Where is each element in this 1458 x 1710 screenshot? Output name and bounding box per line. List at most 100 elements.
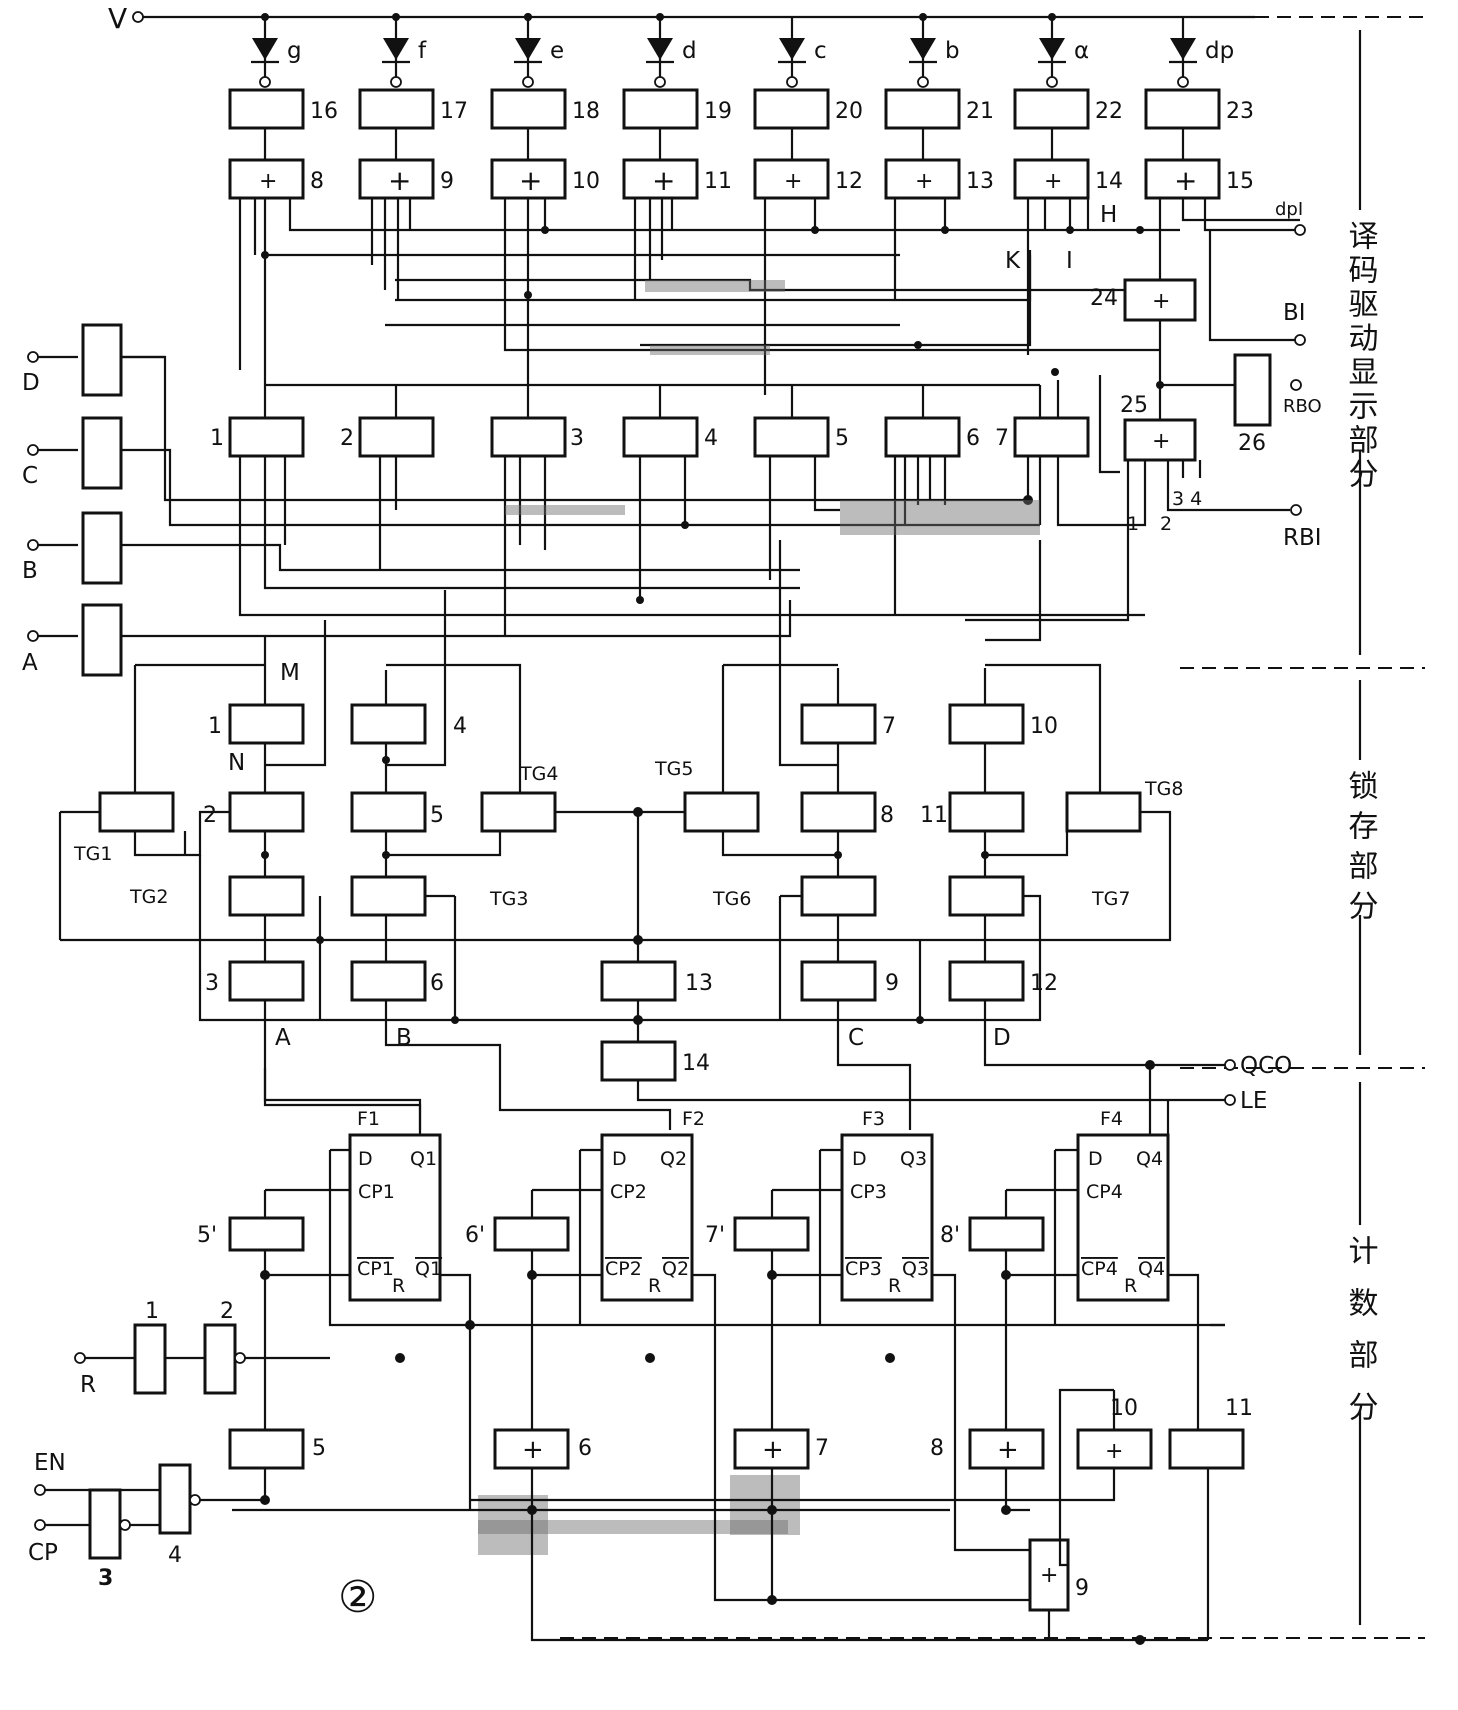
driver-row: 16 17 18 19 20 21 22 23 <box>228 88 1254 130</box>
cgate-1: 1 <box>133 1299 167 1395</box>
latch-gate-9: 9 <box>800 960 899 1002</box>
gate-13-label: 13 <box>966 169 994 194</box>
label-p2: 2 <box>1160 513 1172 535</box>
ff-2-Qb: Q2 <box>662 1258 689 1280</box>
svg-text:+: + <box>1174 164 1197 197</box>
ff-1-CPb: CP1 <box>357 1258 394 1280</box>
driver-23: 23 <box>1144 88 1254 130</box>
decode-io-labels: H K I dpI BI RBO RBI 1 2 3 4 <box>1005 199 1322 551</box>
ff-1-D: D <box>358 1148 373 1170</box>
svg-text:+: + <box>652 164 675 197</box>
section-title-decode: 译码驱动显示部分 <box>1343 220 1379 492</box>
dgate-3: 3 <box>490 416 584 458</box>
svg-text:+: + <box>784 169 802 194</box>
driver-21-label: 21 <box>966 99 994 124</box>
dgate-4-label: 4 <box>704 426 718 451</box>
dgate-7-label: 7 <box>995 426 1009 451</box>
input-C-label: C <box>22 463 38 489</box>
ff-4-CP: CP4 <box>1086 1181 1123 1203</box>
driver-16-label: 16 <box>310 99 338 124</box>
ff-3-CPb: CP3 <box>845 1258 882 1280</box>
driver-20-label: 20 <box>835 99 863 124</box>
driver-18: 18 <box>490 88 600 130</box>
ff-2-label: F2 <box>682 1108 705 1130</box>
label-p1: 1 <box>1127 513 1139 535</box>
inv-8p-label: 8' <box>940 1223 960 1248</box>
tg-2: TG2 <box>129 875 305 917</box>
gate-11: +11 <box>622 128 732 200</box>
dgate-5: 5 <box>753 416 849 458</box>
latch-13-label: 13 <box>685 971 713 996</box>
cgate-6-label: 6 <box>578 1436 592 1461</box>
dgate-5-label: 5 <box>835 426 849 451</box>
led-a: α <box>1038 13 1089 88</box>
latch-gate-10: 10 <box>948 703 1058 745</box>
input-CP-label: CP <box>28 1540 58 1566</box>
latch-3-label: 3 <box>205 971 219 996</box>
led-e-label: e <box>550 38 564 64</box>
section-title-latch: 锁存部分 <box>1343 770 1379 930</box>
latch-4-label: 4 <box>453 714 467 739</box>
latch-section: 1 4 7 10 2 5 8 11 TG1 TG4 TG5 TG8 TG2 TG… <box>58 540 1292 1130</box>
driver-17-label: 17 <box>440 99 468 124</box>
gate-8: +8 <box>228 128 324 200</box>
gate-9: +9 <box>358 128 454 200</box>
figure-number: ② <box>338 1572 377 1623</box>
latch-12-label: 12 <box>1030 971 1058 996</box>
latch-out-B: B <box>396 1025 412 1051</box>
input-B: B <box>22 511 123 585</box>
driver-19-label: 19 <box>704 99 732 124</box>
input-EN-label: EN <box>34 1450 66 1476</box>
tg-1-label: TG1 <box>73 843 112 865</box>
ff-3-D: D <box>852 1148 867 1170</box>
gate-14: +14 <box>1013 128 1123 200</box>
ff-2-CPb: CP2 <box>605 1258 642 1280</box>
label-BI: BI <box>1283 300 1306 326</box>
svg-text:+: + <box>1044 169 1062 194</box>
inv-7p-label: 7' <box>705 1223 725 1248</box>
latch-gate-4: 4 <box>350 703 467 745</box>
led-c-label: c <box>814 38 827 64</box>
ff-1-label: F1 <box>357 1108 380 1130</box>
svg-text:+: + <box>1105 1439 1123 1464</box>
latch-14-label: 14 <box>682 1051 710 1076</box>
dgate-6: 6 <box>884 416 980 458</box>
cgate-5-label: 5 <box>312 1436 326 1461</box>
driver-22: 22 <box>1013 88 1123 130</box>
svg-text:+: + <box>1040 1563 1058 1588</box>
flipflop-1: F1 D Q1 CP1 CP1 Q1 R <box>348 1108 442 1302</box>
tg-2-label: TG2 <box>129 886 168 908</box>
input-buffers: D C B A <box>22 323 1145 677</box>
cgate-5: 5 <box>228 1428 326 1470</box>
inv-5p: 5' <box>197 1216 305 1252</box>
gate-26-label: 26 <box>1238 431 1266 456</box>
latch-8-label: 8 <box>880 803 894 828</box>
inv-8p: 8' <box>940 1216 1045 1252</box>
latch-10-label: 10 <box>1030 714 1058 739</box>
svg-text:+: + <box>519 164 542 197</box>
section-dividers <box>560 30 1425 1639</box>
led-d: d <box>646 13 697 88</box>
led-row: g f e d <box>251 13 1234 88</box>
supply-label: V <box>108 2 127 35</box>
decode-lower-gates: 1 2 3 4 5 6 7 <box>210 416 1090 458</box>
latch-gate-11: 11 <box>920 791 1025 833</box>
input-B-label: B <box>22 558 38 584</box>
flipflop-4: F4 D Q4 CP4 CP4 Q4 R <box>1076 1108 1170 1302</box>
tg-5: TG5 <box>654 758 760 833</box>
counter-section: F1 D Q1 CP1 CP1 Q1 R F2 D Q2 CP2 CP2 Q2 … <box>28 1065 1253 1645</box>
tg-3-label: TG3 <box>489 888 528 910</box>
label-K: K <box>1005 248 1021 274</box>
gate-15: +15 <box>1144 128 1254 200</box>
label-M: M <box>280 660 300 686</box>
dgate-7: 7 <box>995 416 1090 458</box>
latch-7-label: 7 <box>882 714 896 739</box>
cgate-7: +7 <box>733 1428 829 1470</box>
latch-11-label: 11 <box>920 803 948 828</box>
label-p34: 3 4 <box>1172 488 1202 510</box>
led-a-label: α <box>1074 38 1089 64</box>
ff-3-Q: Q3 <box>900 1148 927 1170</box>
cgate-4-label: 4 <box>168 1543 182 1568</box>
tg-7: TG7 <box>948 875 1130 917</box>
flipflop-2: F2 D Q2 CP2 CP2 Q2 R <box>600 1108 705 1302</box>
